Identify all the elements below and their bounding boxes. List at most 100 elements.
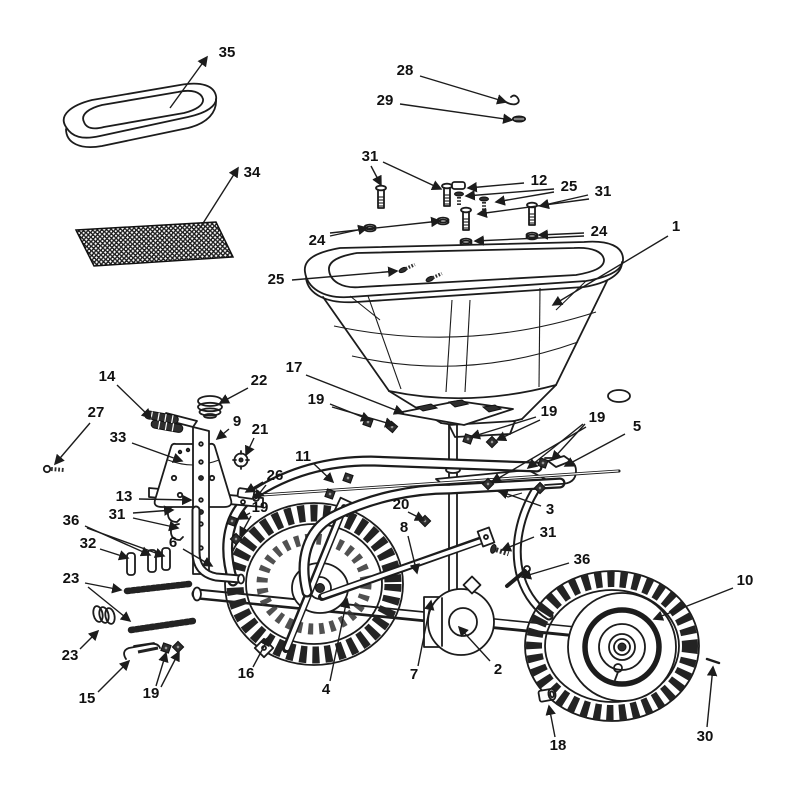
small-nuts-art xyxy=(160,416,549,654)
part-label-34: 34 xyxy=(244,164,261,181)
spacer-icon xyxy=(126,552,136,576)
part-label-10: 10 xyxy=(737,572,754,589)
part-label-15: 15 xyxy=(79,690,96,707)
callout-leader-7 xyxy=(417,599,435,667)
callout-leader-30 xyxy=(706,665,718,728)
cotter-pin-art xyxy=(499,94,526,123)
callout-leader-19 xyxy=(469,416,537,440)
callout-leader-24 xyxy=(537,229,585,240)
callout-leader-26 xyxy=(244,481,264,493)
callout-leader-24 xyxy=(473,235,585,246)
part-label-16: 16 xyxy=(238,665,255,682)
callout-leader-17 xyxy=(305,374,405,415)
handle-post-art xyxy=(42,395,264,585)
callout-leader-34 xyxy=(199,166,239,229)
hopper-screw-icon xyxy=(425,271,443,283)
part-label-2: 2 xyxy=(494,661,502,678)
callout-leader-28 xyxy=(419,75,508,105)
callout-leader-19 xyxy=(526,423,584,469)
callout-leader-19 xyxy=(490,426,587,483)
part-label-12: 12 xyxy=(531,172,548,189)
part-label-25: 25 xyxy=(561,178,578,195)
part-label-24: 24 xyxy=(591,223,608,240)
callout-leader-4 xyxy=(329,597,351,682)
callout-leader-9 xyxy=(215,428,230,441)
right-wheel-art xyxy=(524,570,700,722)
callout-leader-16 xyxy=(252,635,270,668)
callout-leader-3 xyxy=(497,489,542,507)
callout-leader-19 xyxy=(160,650,180,688)
j-bolt-icon xyxy=(167,505,181,523)
gearbox-art xyxy=(423,575,495,656)
part-label-19: 19 xyxy=(252,499,269,516)
part-label-30: 30 xyxy=(697,728,714,745)
part-label-31: 31 xyxy=(362,148,379,165)
callout-leader-27 xyxy=(53,422,91,466)
part-label-6: 6 xyxy=(169,534,177,551)
callout-leader-19 xyxy=(550,423,586,462)
part-label-24: 24 xyxy=(309,232,326,249)
callout-leader-12 xyxy=(466,181,525,193)
left-hardware-art xyxy=(92,547,197,660)
callout-leader-18 xyxy=(545,704,556,738)
callout-leader-19 xyxy=(495,419,541,441)
right-leg-art xyxy=(512,484,554,621)
part-label-19: 19 xyxy=(308,391,325,408)
callout-leader-19 xyxy=(155,651,169,687)
callout-leader-25 xyxy=(464,188,555,201)
threaded-rod-icon xyxy=(127,617,197,634)
part-label-31: 31 xyxy=(595,183,612,200)
callout-leader-23 xyxy=(87,586,132,622)
callout-leader-36 xyxy=(86,527,166,558)
part-label-17: 17 xyxy=(286,359,303,376)
callout-leader-33 xyxy=(131,442,184,463)
part-label-19: 19 xyxy=(541,403,558,420)
threaded-rod-icon xyxy=(123,580,193,595)
hopper-art xyxy=(304,240,631,438)
part-label-4: 4 xyxy=(322,681,331,698)
spacer-icon xyxy=(161,547,171,571)
callout-leader-25 xyxy=(291,266,399,281)
callout-leader-2 xyxy=(457,625,491,662)
callout-leader-26 xyxy=(254,484,267,501)
callout-leader-15 xyxy=(97,659,131,693)
bushing-icon xyxy=(537,687,557,703)
part-label-35: 35 xyxy=(219,44,236,61)
part-label-25: 25 xyxy=(268,271,285,288)
nut-icon xyxy=(459,237,473,247)
part-label-31: 31 xyxy=(109,506,126,523)
part-label-5: 5 xyxy=(633,418,641,435)
callout-leader-20 xyxy=(407,511,426,521)
part-label-14: 14 xyxy=(99,368,116,385)
part-label-18: 18 xyxy=(550,737,567,754)
callout-leader-6 xyxy=(182,548,214,567)
callout-leader-35 xyxy=(169,55,208,109)
callout-leader-11 xyxy=(312,462,335,484)
callout-leader-19 xyxy=(331,406,396,428)
part-label-20: 20 xyxy=(393,496,410,513)
part-label-28: 28 xyxy=(397,62,414,79)
lower-tube-art xyxy=(191,505,245,585)
part-label-7: 7 xyxy=(410,666,418,683)
screw-icon xyxy=(479,196,489,211)
screw-icon xyxy=(454,191,464,206)
callout-leader-31 xyxy=(132,517,180,532)
callout-leader-23 xyxy=(79,629,100,650)
part-label-19: 19 xyxy=(589,409,606,426)
bolt-icon xyxy=(460,206,472,231)
callout-leader-14 xyxy=(116,384,153,420)
callout-leader-13 xyxy=(138,494,193,506)
top-hardware-art xyxy=(363,181,539,247)
part-label-32: 32 xyxy=(80,535,97,552)
bolt-icon xyxy=(441,182,453,207)
hopper-screw-icon xyxy=(398,262,416,274)
pin-icon xyxy=(705,657,721,665)
part-label-19: 19 xyxy=(143,685,160,702)
part-label-31: 31 xyxy=(540,524,557,541)
mesh-screen-art xyxy=(74,221,235,267)
cap-nut-icon xyxy=(451,181,466,190)
part-label-26: 26 xyxy=(267,467,284,484)
part-label-3: 3 xyxy=(546,501,554,518)
